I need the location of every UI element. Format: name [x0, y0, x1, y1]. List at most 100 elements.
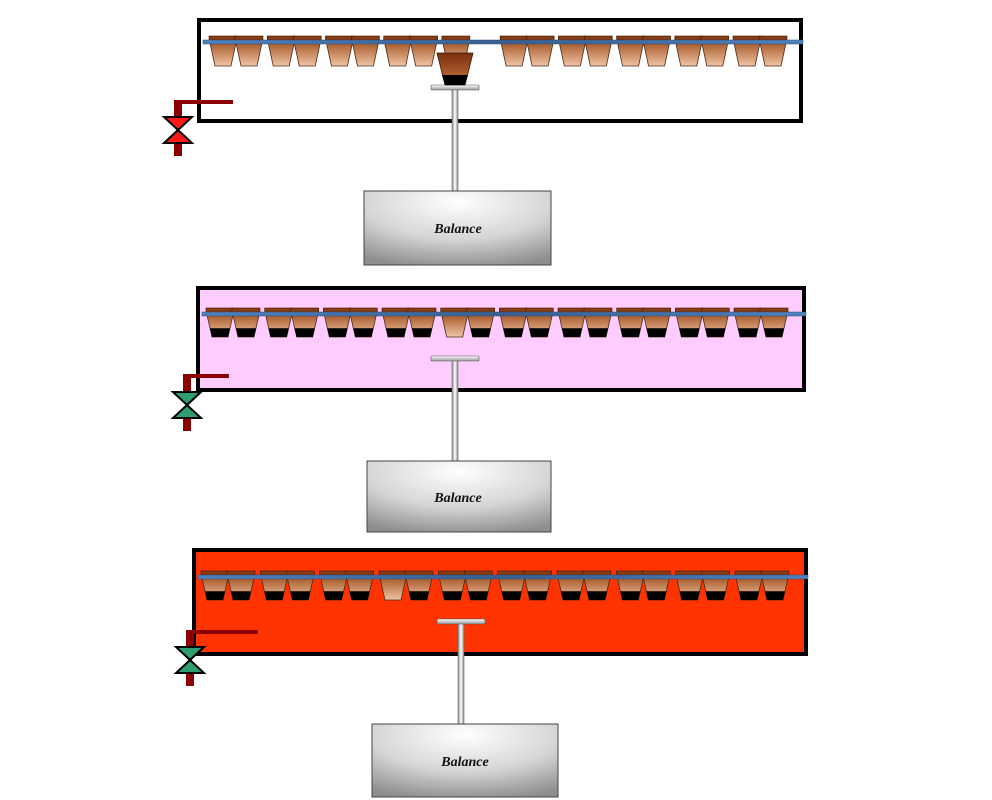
cup-rim [525, 307, 554, 313]
inlet-pipe-horizontal [186, 630, 258, 634]
cup-residue [231, 591, 251, 600]
cup-residue [210, 328, 230, 337]
cup-rim [260, 570, 289, 576]
cup-rack [201, 311, 807, 317]
cup-rim [466, 307, 495, 313]
cup-rim [438, 570, 467, 576]
outlet-pipe [183, 415, 191, 431]
cup-rim [760, 570, 790, 576]
cup-rim [558, 35, 587, 41]
cup-rim [616, 307, 645, 313]
cup [701, 42, 729, 67]
outlet-pipe [174, 140, 182, 156]
cup-rim [351, 35, 380, 41]
cup-rim [733, 307, 763, 313]
cup-residue [562, 328, 582, 337]
balance-pan [436, 618, 486, 625]
cup-residue [409, 591, 429, 600]
cup-rim [583, 307, 613, 313]
cup-rim [732, 35, 762, 41]
cup-rim [319, 570, 348, 576]
cup [384, 42, 412, 67]
cup-rim [675, 570, 704, 576]
cup-residue [349, 591, 370, 600]
cup-rim [582, 570, 612, 576]
cup [617, 42, 645, 67]
cup-rim [642, 35, 671, 41]
cup-rim [499, 307, 528, 313]
balance-pan [430, 355, 480, 362]
valve-lower-icon [161, 128, 195, 144]
cup-rim [205, 307, 235, 313]
valve-lower-icon [170, 403, 204, 419]
balance-pan [430, 84, 480, 91]
cup-residue [705, 591, 726, 600]
cup-rim [674, 35, 704, 41]
cup-rim [383, 35, 412, 41]
cup-rim [523, 570, 552, 576]
cup-rim [701, 570, 730, 576]
valve-upper-icon [173, 646, 207, 662]
balance-rod [457, 622, 465, 725]
cup [267, 42, 295, 67]
oven-chamber [197, 18, 803, 123]
cup-residue [386, 328, 406, 337]
cup-residue [646, 591, 667, 600]
cup-residue [529, 328, 550, 337]
cup-rim [407, 307, 437, 313]
cup-residue [646, 328, 667, 337]
cup-residue [470, 328, 491, 337]
cup-rim [378, 570, 408, 576]
cup-residue [527, 591, 548, 600]
oven-chamber [192, 548, 808, 656]
cup-rim [701, 307, 730, 313]
cup-residue [679, 328, 700, 337]
cup [733, 42, 761, 67]
weighed-cup-residue [442, 75, 468, 85]
cup [235, 42, 263, 67]
cup-residue [353, 328, 374, 337]
balance-label-1: Balance [433, 222, 481, 237]
cup-rim [700, 35, 730, 41]
cup-residue [442, 591, 463, 600]
cup-rim [266, 35, 296, 41]
cup-rim [323, 307, 352, 313]
cup [209, 42, 237, 67]
cup-rim [556, 570, 586, 576]
cup-rim [208, 35, 238, 41]
stage-2-panel [170, 286, 807, 533]
cup [500, 42, 528, 67]
cup-residue [561, 591, 581, 600]
cup-rim [758, 35, 788, 41]
cup [410, 42, 438, 67]
stage-3-panel [173, 548, 809, 798]
cup-rim [759, 307, 789, 313]
cup-residue [501, 591, 522, 600]
cup-residue [503, 328, 524, 337]
cup-rim [345, 570, 374, 576]
cup-residue [739, 591, 759, 600]
inlet-pipe-horizontal [183, 374, 229, 378]
cup-residue [290, 591, 311, 600]
balance [371, 723, 559, 798]
cup [558, 42, 586, 67]
cup-residue [412, 328, 432, 337]
inlet-pipe-vertical [174, 100, 182, 120]
cup-rim [464, 570, 493, 576]
cup-rim [557, 307, 587, 313]
cup-residue [468, 591, 489, 600]
cup-residue [268, 328, 289, 337]
cup-rim [642, 307, 671, 313]
cup [526, 42, 554, 67]
cup-residue [327, 328, 348, 337]
cup [675, 42, 703, 67]
cup-rim [497, 570, 526, 576]
cup-rim [734, 570, 764, 576]
outlet-pipe [186, 670, 194, 686]
cup-rim [675, 307, 704, 313]
valve-upper-icon [170, 391, 204, 407]
cup-residue [587, 591, 607, 600]
cup-rim [226, 570, 256, 576]
cup-rim [292, 35, 322, 41]
